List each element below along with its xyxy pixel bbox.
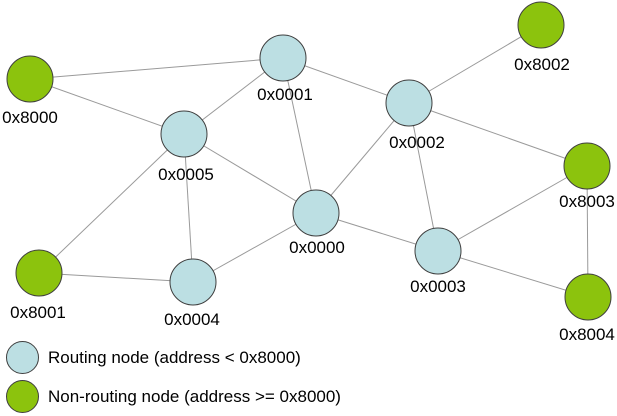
edge-0x0003-0x8003 <box>437 165 588 252</box>
node-label-0x8003: 0x8003 <box>559 192 615 211</box>
node-0x0003 <box>414 227 462 275</box>
node-label-0x8002: 0x8002 <box>514 55 570 74</box>
edge-0x0002-0x8003 <box>408 102 588 167</box>
node-label-0x0003: 0x0003 <box>410 277 466 296</box>
node-label-0x0005: 0x0005 <box>158 165 214 184</box>
edge-0x0000-0x0002 <box>315 102 410 214</box>
non-routing-node-swatch-icon <box>6 380 39 413</box>
labels-layer: 0x0000 0x0001 0x0002 0x0003 0x0004 0x0005 0x80… <box>2 55 615 344</box>
node-label-0x0000: 0x0000 <box>289 238 345 257</box>
edge-0x0005-0x0004 <box>183 133 194 283</box>
edge-0x8000-0x0005 <box>29 78 185 135</box>
edge-0x0002-0x0003 <box>408 102 439 252</box>
edge-0x0003-0x8004 <box>437 250 589 298</box>
edge-0x0002-0x8002 <box>408 24 542 104</box>
node-label-0x0004: 0x0004 <box>164 310 220 329</box>
edge-0x0005-0x0000 <box>183 133 317 214</box>
edge-0x8001-0x0004 <box>38 272 194 283</box>
edge-0x0004-0x0000 <box>192 212 317 283</box>
edge-0x0001-0x0000 <box>282 57 317 214</box>
node-0x0000 <box>292 189 340 237</box>
node-0x0005 <box>160 110 208 158</box>
legend-non-routing-label: Non-routing node (address >= 0x8000) <box>48 386 341 406</box>
legend-item-routing-node: Routing node (address < 0x8000) <box>6 341 301 374</box>
node-label-0x0002: 0x0002 <box>389 133 445 152</box>
node-0x8002 <box>517 1 565 49</box>
node-0x8000 <box>6 55 54 103</box>
routing-node-swatch-icon <box>6 341 39 374</box>
legend-item-non-routing-node: Non-routing node (address >= 0x8000) <box>6 380 341 413</box>
edge-0x0005-0x8001 <box>38 133 185 274</box>
node-0x8003 <box>563 142 611 190</box>
node-label-0x0001: 0x0001 <box>257 85 313 104</box>
legend-routing-label: Routing node (address < 0x8000) <box>48 347 301 367</box>
node-label-0x8000: 0x8000 <box>2 108 58 127</box>
edge-0x8000-0x0001 <box>29 57 284 80</box>
node-0x0002 <box>385 79 433 127</box>
node-label-0x8001: 0x8001 <box>10 303 66 322</box>
nodes-layer <box>6 1 612 321</box>
node-0x8001 <box>15 249 63 297</box>
node-label-0x8004: 0x8004 <box>559 325 615 344</box>
node-0x0004 <box>169 258 217 306</box>
node-0x0001 <box>259 34 307 82</box>
node-0x8004 <box>564 273 612 321</box>
